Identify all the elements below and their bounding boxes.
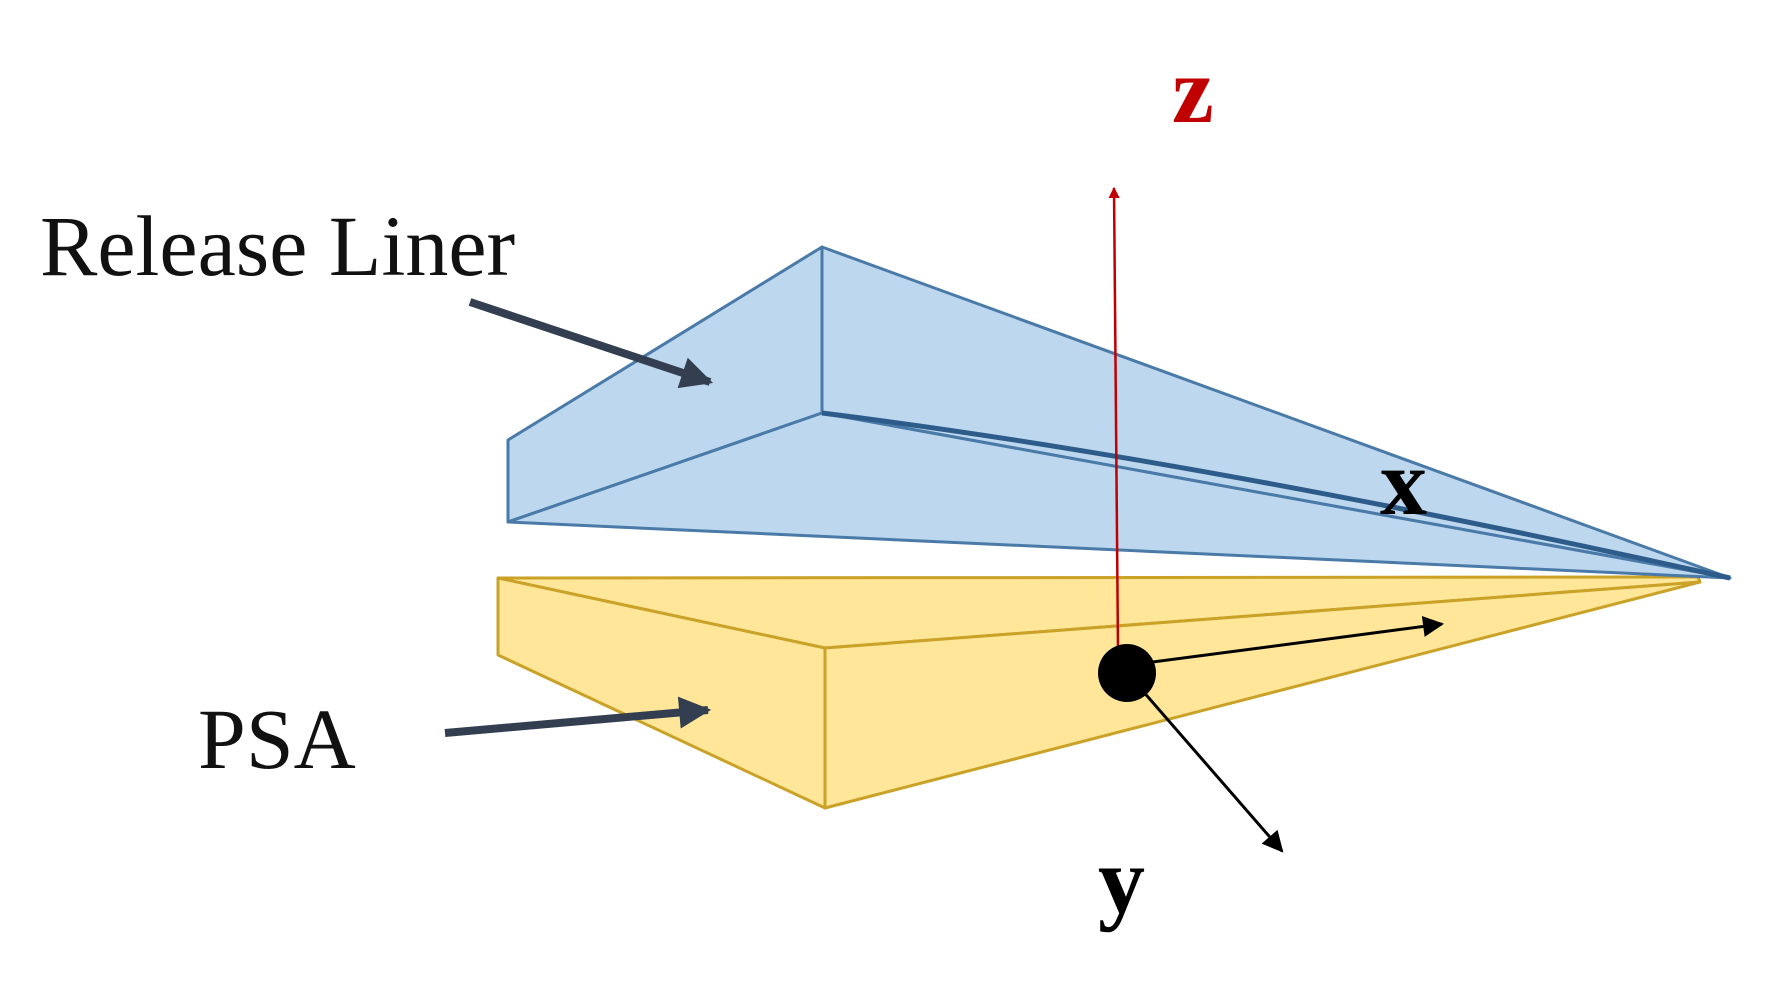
psa-pointer-arrow [444, 696, 712, 737]
coordinate-axes [1098, 186, 1445, 853]
x-axis-arrow [1129, 616, 1445, 667]
y-axis-arrow [1126, 673, 1284, 853]
release-liner-layer [506, 245, 1732, 581]
z-axis-label: z [1172, 39, 1214, 143]
liner-center-edge [821, 410, 1731, 581]
z-axis-arrow [1108, 186, 1120, 651]
x-axis-label: x [1380, 431, 1427, 535]
release-liner-label: Release Liner [40, 198, 515, 294]
origin-point [1098, 644, 1156, 702]
psa-layer [496, 575, 1702, 810]
psa-side-face [823, 580, 1702, 810]
y-axis-label: y [1098, 829, 1145, 933]
release-liner-pointer-arrow [468, 298, 714, 389]
psa-label: PSA [198, 691, 356, 787]
liner-bottom-face [506, 411, 1732, 580]
